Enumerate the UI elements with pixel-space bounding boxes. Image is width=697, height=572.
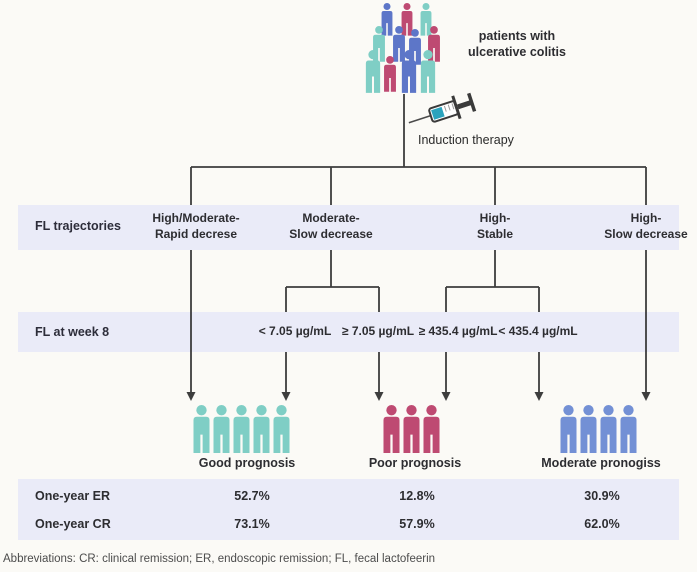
person-icon <box>193 405 210 454</box>
abbreviations-footnote: Abbreviations: CR: clinical remission; E… <box>3 553 436 565</box>
fl-trajectories-row-label: FL trajectories <box>35 219 121 233</box>
prognosis-label: Poor prognosis <box>368 456 462 470</box>
table-row-label: One-year ER <box>35 489 111 503</box>
person-icon <box>233 405 250 454</box>
person-icon <box>560 405 577 454</box>
trajectory-branch-label: High- Slow decrease <box>604 211 688 242</box>
induction-therapy-label: Induction therapy <box>418 133 514 147</box>
good-prognosis-group <box>192 405 291 454</box>
table-cell: 62.0% <box>584 517 620 531</box>
moderate-prognosis-group <box>559 405 638 454</box>
prognosis-label: Good prognosis <box>198 456 296 470</box>
person-icon <box>423 405 440 454</box>
person-icon <box>253 405 270 454</box>
poor-prognosis-group <box>382 405 441 454</box>
fl-week8-row-label: FL at week 8 <box>35 325 110 339</box>
table-cell: 30.9% <box>584 489 620 503</box>
trajectory-branch-label: High- Stable <box>476 211 513 242</box>
patient-crowd-icon <box>365 3 440 93</box>
table-row-label: One-year CR <box>35 517 111 531</box>
population-label: patients with ulcerative colitis <box>468 29 566 59</box>
person-icon <box>620 405 637 454</box>
syringe-icon <box>408 92 477 124</box>
person-icon <box>403 405 420 454</box>
threshold-label: < 435.4 µg/mL <box>498 324 578 338</box>
threshold-label: < 7.05 µg/mL <box>258 324 332 338</box>
person-icon <box>600 405 617 454</box>
person-icon <box>383 405 400 454</box>
prognosis-label: Moderate pronogiss <box>541 456 661 470</box>
trajectory-branch-label: Moderate- Slow decrease <box>289 211 373 242</box>
person-icon <box>273 405 290 454</box>
person-icon <box>213 405 230 454</box>
table-cell: 12.8% <box>399 489 435 503</box>
threshold-label: ≥ 7.05 µg/mL <box>341 324 415 338</box>
person-icon <box>580 405 597 454</box>
trajectory-branch-label: High/Moderate- Rapid decrese <box>152 211 240 242</box>
table-cell: 57.9% <box>399 517 435 531</box>
arrow-down-icon <box>186 392 651 401</box>
outcome-table-band <box>18 479 679 540</box>
table-cell: 52.7% <box>234 489 270 503</box>
table-cell: 73.1% <box>234 517 270 531</box>
threshold-label: ≥ 435.4 µg/mL <box>418 324 498 338</box>
